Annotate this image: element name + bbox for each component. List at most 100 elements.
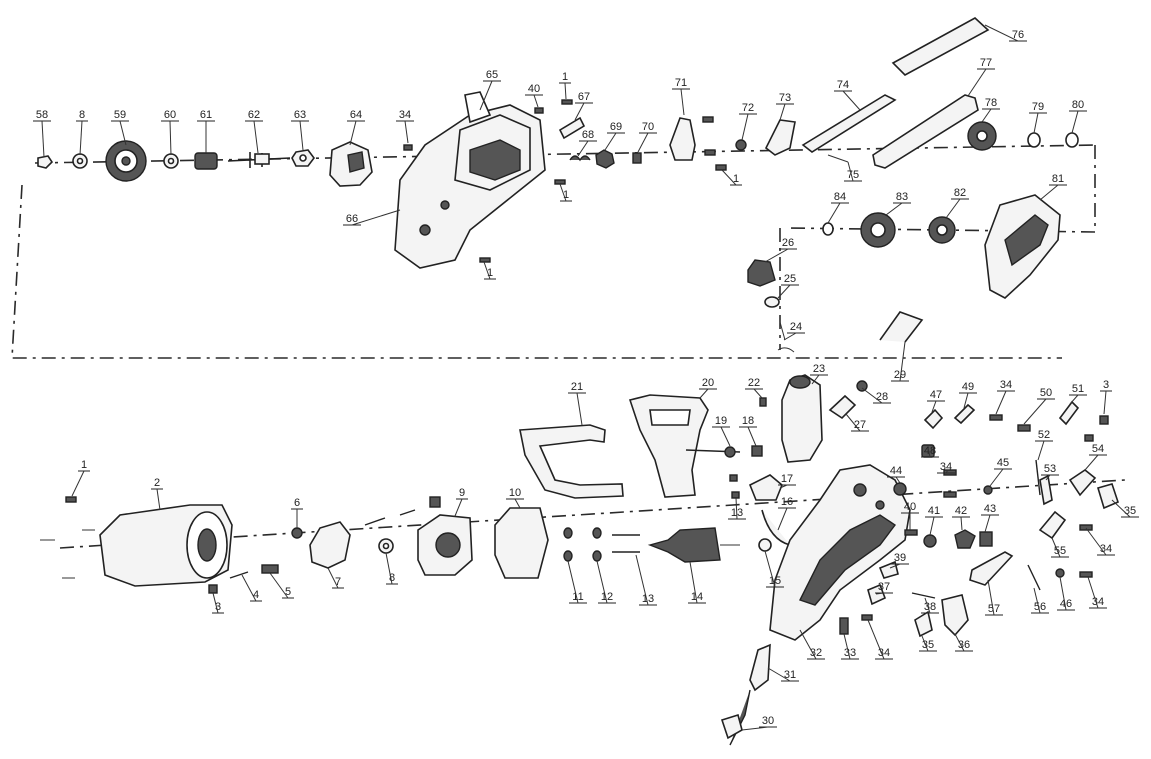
part-label-p77: 77 [980,57,992,69]
part-label-p34e: 34 [1092,596,1104,608]
leader-line-p76 [984,24,1019,42]
oil-system-parts [519,259,924,546]
part-label-p75: 75 [847,169,859,181]
part-label-p40: 40 [528,83,540,95]
part-label-p52: 52 [1038,429,1050,441]
leader-line-p2 [156,488,161,511]
part-label-p32: 32 [810,647,822,659]
leader-line-p71 [680,88,685,116]
leader-line-p34e [1087,576,1099,609]
part-label-p84: 84 [834,191,846,203]
part-label-p34a: 34 [399,109,411,121]
upper-assembly-parts [37,17,1079,299]
part-label-p42: 42 [955,505,967,517]
part-label-p65: 65 [486,69,498,81]
leader-line-p55 [1051,537,1061,558]
part-label-p27: 27 [854,419,866,431]
leader-line-p78 [981,108,992,123]
leader-line-p75 [847,161,854,182]
part-label-p60: 60 [164,109,176,121]
leader-line-p11 [567,560,579,604]
part-label-p34b: 34 [1000,379,1012,391]
part-label-p2: 2 [154,477,160,489]
leader-line-p1b [721,169,737,186]
part-label-p24: 24 [790,321,802,333]
leader-line-p44 [895,476,901,484]
part-label-p64: 64 [350,109,362,121]
leader-line-p66 [351,209,401,226]
part-label-p72: 72 [742,102,754,114]
leader-line-p19 [720,426,731,447]
leader-line-p31 [767,667,791,682]
leader-line-p8b [385,552,393,585]
part-label-p70: 70 [642,121,654,133]
leader-line-p67 [574,102,585,121]
part-label-p47: 47 [930,389,942,401]
leader-line-p53 [1045,474,1051,481]
leader-line-p69 [604,132,617,151]
part-label-p46: 46 [1060,598,1072,610]
leader-line-p56 [1033,587,1041,614]
leader-line-p33 [843,633,851,660]
part-label-p36: 36 [958,639,970,651]
leader-line-p80 [1071,110,1079,134]
leader-line-p1e [71,470,85,497]
part-label-p40b: 40 [904,501,916,513]
lower-housing-parts [720,400,1119,746]
motor-assembly-parts [40,496,772,594]
leader-line-p83 [885,202,903,216]
part-label-p1c: 1 [563,189,569,201]
leader-line-p49 [963,392,969,409]
part-label-p37: 37 [878,581,890,593]
leader-line-p60 [169,120,172,156]
part-label-p43: 43 [984,503,996,515]
leader-line-p54 [1084,454,1099,471]
leader-line-p50 [1023,398,1047,425]
leader-line-p64 [349,120,357,146]
leader-line-p39 [889,563,901,569]
leader-line-p81 [1039,184,1059,201]
leader-line-p5 [269,572,289,599]
leader-line-p37 [875,592,885,595]
part-label-p26: 26 [782,237,794,249]
leader-line-p24 [783,332,797,341]
leader-line-p63 [299,120,304,151]
part-label-p45: 45 [997,457,1009,469]
leader-line-p57 [987,579,995,616]
part-label-p66: 66 [346,213,358,225]
leader-line-p3a [1103,390,1107,415]
leader-line-p43 [984,514,991,533]
leader-line-p46 [1059,576,1067,611]
part-label-p6: 6 [294,497,300,509]
leader-line-p36 [954,633,965,652]
part-label-p56: 56 [1034,601,1046,613]
part-label-p15: 15 [769,575,781,587]
leader-line-p34a [404,120,409,144]
part-label-p35a: 35 [1124,505,1136,517]
part-label-p19: 19 [715,415,727,427]
part-label-p74: 74 [837,79,849,91]
leader-line-p12 [596,560,608,604]
leader-line-p13b [635,554,649,606]
part-label-p13b: 13 [642,593,654,605]
part-label-p48: 48 [924,445,936,457]
leader-line-p18 [747,426,757,447]
part-label-p1b: 1 [733,173,739,185]
part-label-p14: 14 [691,591,703,603]
leader-line-p34c [945,469,949,474]
part-label-p59: 59 [114,109,126,121]
leader-line-p25 [777,284,791,299]
leader-line-p20 [699,388,709,399]
leader-line-p62 [253,120,259,154]
leader-line-p35a [1111,499,1131,518]
part-label-p22: 22 [748,377,760,389]
part-label-p3b: 3 [215,601,221,613]
part-label-p63: 63 [294,109,306,121]
part-label-p38: 38 [924,601,936,613]
leader-line-p68 [577,140,589,157]
leader-line-p34b [995,390,1007,415]
part-label-p80: 80 [1072,99,1084,111]
leader-line-p21 [576,392,583,426]
part-label-p9: 9 [459,487,465,499]
